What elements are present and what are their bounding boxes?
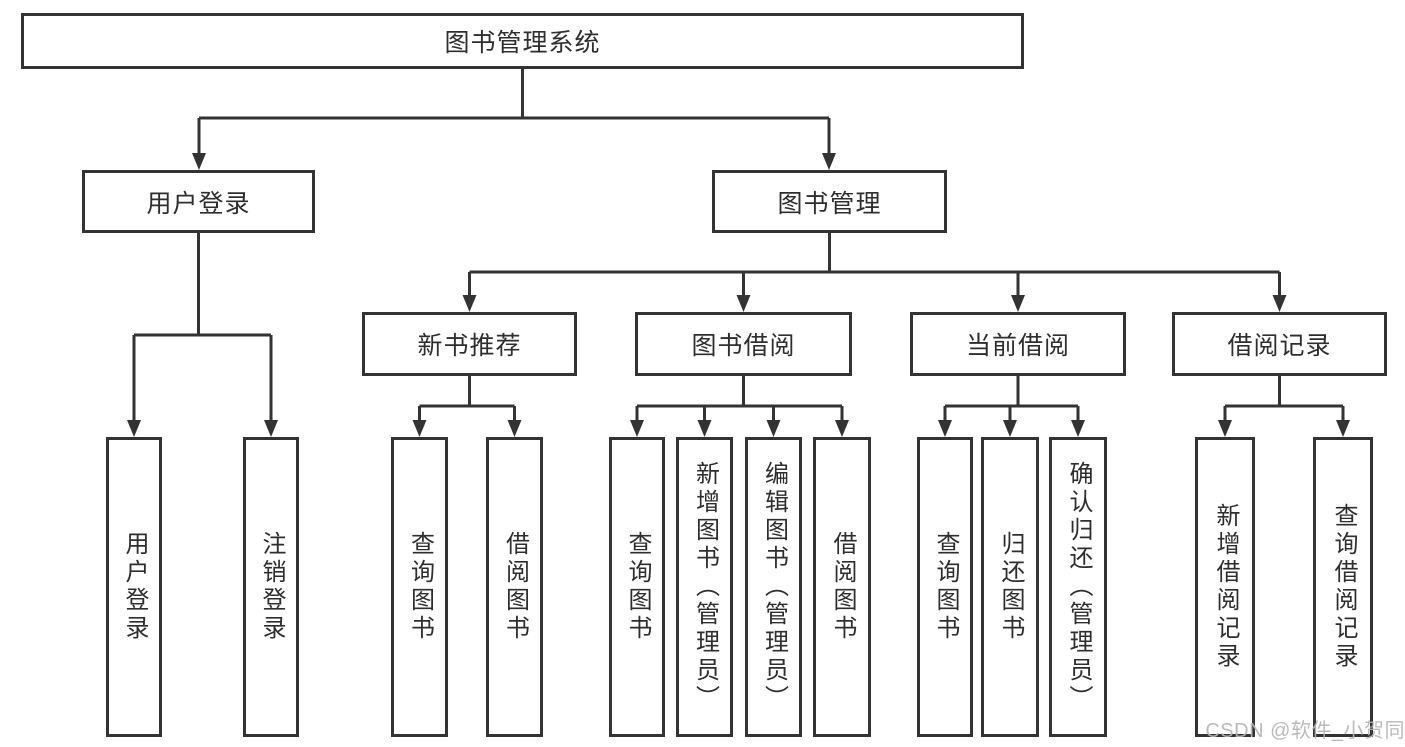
leaf-user-login-label: 用户登录 (121, 531, 148, 643)
leaf-logout: 注销登录 (243, 437, 299, 737)
leaf-borrow-query-book: 查询图书 (609, 437, 665, 737)
node-root-label: 图书管理系统 (444, 29, 601, 57)
leaf-current-return-book-label: 归还图书 (997, 531, 1024, 643)
node-current-borrowing-label: 当前借阅 (965, 332, 1070, 360)
leaf-current-confirm-return-admin-label: 确认归还（管理员） (1065, 461, 1092, 713)
node-borrowing-records: 借阅记录 (1172, 312, 1387, 376)
leaf-borrow-add-book-admin-label: 新增图书（管理员） (691, 461, 719, 713)
leaf-current-query-book-label: 查询图书 (932, 531, 959, 643)
leaf-records-add-record: 新增借阅记录 (1195, 437, 1255, 737)
leaf-borrow-borrow-book: 借阅图书 (813, 437, 871, 737)
csdn-watermark: CSDN @软件_小贺同学 (1205, 720, 1405, 742)
leaf-records-add-record-label: 新增借阅记录 (1212, 503, 1239, 671)
leaf-current-confirm-return-admin: 确认归还（管理员） (1049, 437, 1107, 737)
leaf-records-query-record-label: 查询借阅记录 (1330, 503, 1357, 671)
node-current-borrowing: 当前借阅 (910, 312, 1126, 376)
node-root: 图书管理系统 (21, 13, 1024, 69)
leaf-newbook-query-book-label: 查询图书 (406, 531, 434, 643)
leaf-logout-label: 注销登录 (258, 531, 285, 643)
node-book-borrowing-label: 图书借阅 (691, 332, 796, 360)
leaf-borrow-edit-book-admin: 编辑图书（管理员） (745, 437, 802, 737)
leaf-newbook-query-book: 查询图书 (391, 437, 448, 737)
leaf-borrow-borrow-book-label: 借阅图书 (829, 531, 856, 643)
node-book-management: 图书管理 (712, 170, 947, 233)
leaf-borrow-edit-book-admin-label: 编辑图书（管理员） (760, 461, 788, 713)
leaf-borrow-query-book-label: 查询图书 (624, 531, 651, 643)
node-new-book-recommendation: 新书推荐 (362, 312, 577, 376)
leaf-newbook-borrow-book-label: 借阅图书 (501, 531, 529, 643)
leaf-newbook-borrow-book: 借阅图书 (486, 437, 543, 737)
node-user-login: 用户登录 (82, 170, 315, 233)
leaf-user-login: 用户登录 (106, 437, 162, 737)
node-book-management-label: 图书管理 (777, 189, 882, 218)
node-new-book-recommendation-label: 新书推荐 (417, 332, 522, 360)
node-borrowing-records-label: 借阅记录 (1227, 332, 1332, 360)
leaf-records-query-record: 查询借阅记录 (1313, 437, 1373, 737)
leaf-borrow-add-book-admin: 新增图书（管理员） (676, 437, 733, 737)
node-user-login-label: 用户登录 (146, 189, 251, 218)
node-book-borrowing: 图书借阅 (635, 312, 852, 376)
leaf-current-query-book: 查询图书 (917, 437, 973, 737)
leaf-current-return-book: 归还图书 (981, 437, 1039, 737)
